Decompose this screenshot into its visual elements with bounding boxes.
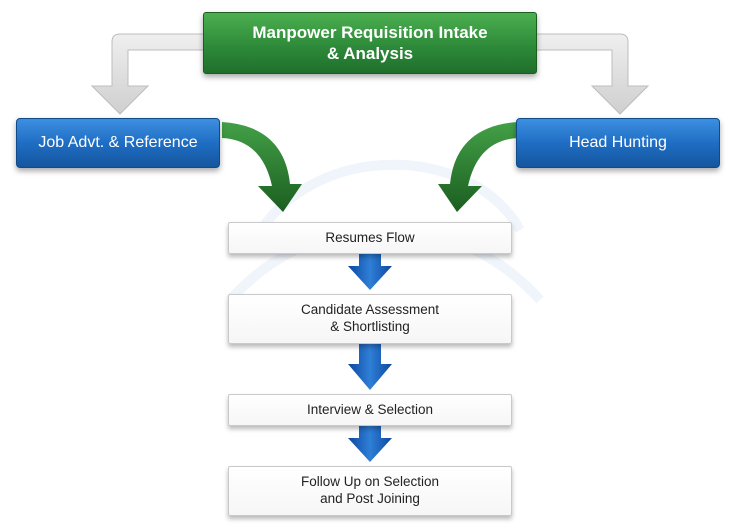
arrow-green-right-icon xyxy=(438,122,518,212)
head-hunting-label: Head Hunting xyxy=(569,134,667,151)
follow-up-box: Follow Up on Selection and Post Joining xyxy=(228,466,512,516)
arrow-grey-left-icon xyxy=(90,33,206,115)
arrow-grey-right-icon xyxy=(534,33,650,115)
interview-selection-label: Interview & Selection xyxy=(306,401,434,417)
head-hunting-box: Head Hunting xyxy=(516,118,720,168)
arrow-blue-down-icon xyxy=(348,426,392,462)
arrow-blue-down-icon xyxy=(348,344,392,390)
resumes-flow-label: Resumes Flow xyxy=(325,229,415,245)
interview-selection-box: Interview & Selection xyxy=(228,394,512,426)
follow-up-label: Follow Up on Selection and Post Joining xyxy=(300,474,440,506)
job-advt-reference-box: Job Advt. & Reference xyxy=(16,118,220,168)
candidate-assessment-label: Candidate Assessment & Shortlisting xyxy=(300,302,440,334)
manpower-requisition-label: Manpower Requisition Intake & Analysis xyxy=(252,22,488,63)
resumes-flow-box: Resumes Flow xyxy=(228,222,512,254)
arrow-blue-down-icon xyxy=(348,254,392,290)
arrow-green-left-icon xyxy=(222,122,302,212)
candidate-assessment-box: Candidate Assessment & Shortlisting xyxy=(228,294,512,344)
job-advt-reference-label: Job Advt. & Reference xyxy=(38,134,198,151)
manpower-requisition-box: Manpower Requisition Intake & Analysis xyxy=(203,12,537,74)
